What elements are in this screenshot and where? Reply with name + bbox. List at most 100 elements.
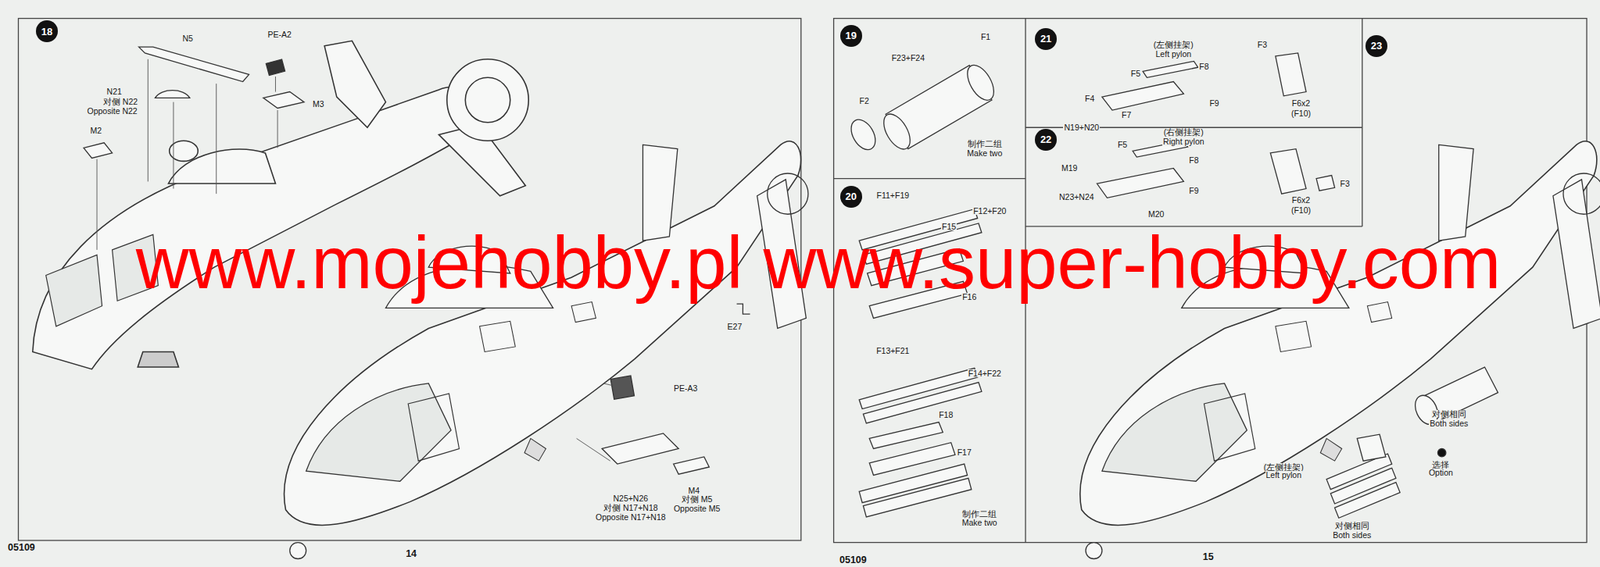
step-number: 22 [1034,128,1057,151]
step-number: 20 [840,186,863,208]
drawing-line [277,110,279,148]
part-label: Left pylon [1265,471,1303,480]
part-label: F9 [1188,186,1200,196]
drawing-line [737,304,751,315]
drawing-line [215,83,217,194]
part-label: N25+N26 [612,494,649,504]
watermark: www.mojehobby.pl www.super-hobby.com [136,226,1502,301]
part-label: 制作二组 [966,139,1003,149]
part-label: F3 [1338,179,1350,189]
part-label: Right pylon [1162,137,1206,147]
drawing-line [265,59,285,76]
part-label: F18 [937,411,954,420]
drawing-line [1142,60,1198,78]
drawing-line [1326,367,1498,519]
part-label: 对侧 N17+N18 [602,504,659,513]
drawing-line [1080,141,1600,560]
part-label: N19+N20 [1063,123,1100,133]
step-label: 21 [1040,33,1052,44]
drawing-line [1275,53,1307,97]
part-label: Left pylon [1155,50,1193,59]
drawing-line [862,478,971,518]
drawing-line [1361,18,1363,227]
drawing-line [1096,168,1184,198]
page-number: 05109 [838,555,868,566]
step-number: 18 [35,20,58,43]
drawing-line [96,159,98,251]
part-label: F3 [1256,40,1268,50]
part-label: Opposite M5 [672,504,722,514]
part-label: Opposite N17+N18 [594,513,667,523]
part-label: (F10) [1290,206,1312,215]
drawing-line [610,375,634,400]
part-label: N23+N24 [1058,193,1096,202]
drawing-line [139,46,250,82]
drawing-line [1420,367,1498,424]
drawing-line [834,178,1026,179]
drawing-line [83,143,113,159]
drawing-line [601,433,679,465]
step-label: 20 [845,191,857,202]
drawing-line [154,90,190,99]
drawing-line [869,422,943,450]
drawing-line [137,351,179,368]
drawing-line [1335,483,1401,520]
part-label: F15 [941,222,957,232]
part-label: Both sides [1331,531,1372,541]
part-label: (F10) [1290,109,1312,119]
step-label: 22 [1040,134,1052,145]
part-label: F1 [980,32,992,42]
drawing-line [862,382,981,424]
part-label: Make two [966,149,1003,158]
part-label: Option [1428,468,1454,478]
part-label: E27 [726,322,744,332]
part-label: 选择 [1431,461,1450,470]
step-number: 19 [840,25,863,47]
part-label: F16 [961,293,978,302]
part-label: 对侧相同 [1431,410,1468,419]
page-number: 14 [404,549,418,560]
part-label: M20 [1147,210,1165,219]
part-label: N5 [181,34,194,43]
drawing-line [1102,82,1184,111]
drawing-line [1316,175,1335,192]
drawing-line [1096,53,1335,198]
part-label: F12+F20 [972,207,1007,216]
part-label: (左侧挂架) [1152,40,1195,50]
drawing-line [465,77,510,122]
part-label: F9 [1208,99,1220,108]
drawing-line [447,59,529,141]
step-number: 23 [1365,35,1388,58]
step-label: 23 [1370,40,1382,51]
part-label: (左侧挂架) [1263,463,1305,473]
drawing-line [1270,149,1307,194]
part-label: PE-A3 [672,384,698,394]
part-label: F8 [1188,156,1200,165]
drawing-line [275,76,276,93]
step-number: 21 [1034,28,1057,51]
part-label: F7 [1120,110,1132,120]
part-label: M4 [687,486,701,496]
drawing-line [673,457,710,475]
drawing-line [1356,434,1386,462]
drawing-line [172,102,174,190]
part-label: M2 [89,126,103,136]
part-label: F4 [1084,94,1096,104]
part-label: Both sides [1428,419,1469,429]
step-label: 18 [41,26,53,37]
drawing-line [324,40,386,128]
part-label: F6x2 [1291,196,1311,205]
part-label: Opposite N22 [85,107,138,116]
part-label: F5 [1130,69,1142,79]
drawing-line [263,92,305,109]
drawing-line [846,115,881,154]
part-label: 对侧 N22 [102,97,139,107]
part-label: F2 [859,96,870,106]
drawing-line [878,109,916,154]
part-label: F23+F24 [891,53,926,63]
part-label: F8 [1198,62,1210,72]
drawing-line [962,60,999,105]
part-label: F5 [1116,140,1128,150]
part-label: F13+F21 [875,347,910,356]
